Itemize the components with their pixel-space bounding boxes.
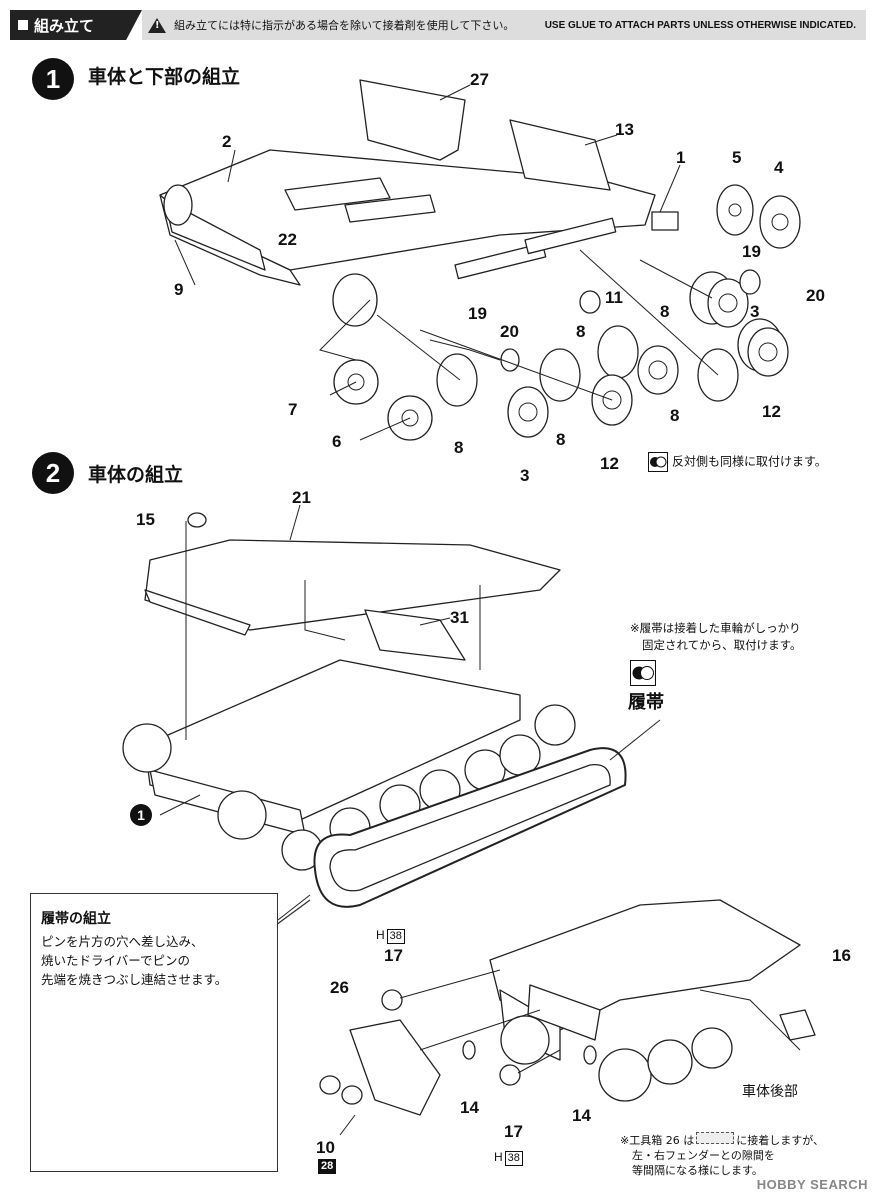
both-sides-note: 反対側も同様に取付けます。 (648, 452, 827, 472)
glue-warning: 組み立てには特に指示がある場合を除いて接着剤を使用して下さい。 USE GLUE… (142, 10, 866, 40)
callout-title: 履帯の組立 (41, 911, 111, 927)
part-label-14a: 14 (460, 1098, 479, 1117)
part-label-21: 21 (292, 488, 311, 507)
step-2-badge: 2 (32, 452, 74, 494)
both-sides-icon (648, 452, 668, 472)
part-17b (499, 1064, 521, 1086)
part-11 (579, 290, 601, 314)
track-both-sides-icon (630, 660, 656, 686)
part-label-17a: 17 (384, 946, 403, 965)
track-assembly-callout: 履帯の組立 ピンを片方の穴へ差し込み、 焼いたドライバーでピンの 先端を焼きつぶ… (30, 893, 278, 1172)
part-label-6: 6 (332, 432, 342, 451)
warning-en: USE GLUE TO ATTACH PARTS UNLESS OTHERWIS… (544, 19, 856, 31)
part-label-31: 31 (450, 608, 469, 627)
step-1-title: 車体と下部の組立 (88, 66, 241, 88)
part-label-22: 22 (278, 230, 297, 249)
track-note: ※履帯は接着した車輪がしっかり 固定されてから、取付けます。 (630, 621, 802, 652)
part-label-17b: 17 (504, 1122, 523, 1141)
part-label-12b: 12 (600, 454, 619, 473)
part-label-8d: 8 (556, 430, 566, 449)
wheel-8d (436, 353, 478, 407)
part-label-19a: 19 (742, 242, 761, 261)
part-14a (462, 1040, 476, 1060)
part-label-11: 11 (605, 288, 623, 307)
ref-step-1-badge: 1 (130, 804, 152, 826)
track-label: 履帯 (628, 692, 664, 712)
part-label-14b: 14 (572, 1106, 591, 1125)
part-label-8b: 8 (576, 322, 586, 341)
exhaust-grille (527, 984, 601, 1041)
toolbox-26 (349, 1019, 441, 1116)
callout-body: ピンを片方の穴へ差し込み、 焼いたドライバーでピンの 先端を焼きつぶし連結させま… (41, 934, 228, 987)
part-31-plate (364, 609, 466, 661)
part-20a (739, 269, 761, 295)
warning-icon (148, 17, 166, 33)
idler (534, 704, 576, 746)
lower-hull (144, 659, 521, 821)
part-label-5: 5 (732, 148, 742, 167)
sprocket-front (122, 723, 172, 773)
wheel-4 (759, 195, 801, 249)
part-label-4: 4 (774, 158, 784, 177)
suspension-bar-2 (524, 217, 617, 255)
part-label-8c: 8 (454, 438, 464, 457)
part-label-12a: 12 (762, 402, 781, 421)
watermark: HOBBY SEARCH (756, 1177, 868, 1192)
part-17a (381, 989, 403, 1011)
warning-jp: 組み立てには特に指示がある場合を除いて接着剤を使用して下さい。 (174, 19, 515, 32)
part-label-8e: 8 (670, 406, 680, 425)
square-bullet-icon (18, 20, 28, 30)
part-label-16: 16 (832, 946, 851, 965)
part-label-2: 2 (222, 132, 232, 151)
part-label-15: 15 (136, 510, 155, 529)
part-27-bulkhead (359, 79, 466, 161)
part-label-26: 26 (330, 978, 349, 997)
part-label-9: 9 (174, 280, 184, 299)
drive-sprocket-mount (332, 273, 378, 327)
part-14b (583, 1045, 597, 1065)
part-13-plate (509, 119, 611, 191)
toolbox-footnote: ※工具箱 26 はに接着しますが、 左・右フェンダーとの隙間を 等間隔になる様に… (620, 1132, 824, 1177)
hull-box-22 (284, 177, 391, 211)
part-label-20a: 20 (806, 286, 825, 305)
part-label-1: 1 (676, 148, 686, 167)
wheel-8c (539, 348, 581, 402)
glue-area-swatch (696, 1132, 735, 1144)
part-label-13: 13 (615, 120, 634, 139)
part-label-27: 27 (470, 70, 489, 89)
part-1-bracket (651, 211, 679, 231)
rear-hull-label: 車体後部 (742, 1084, 798, 1100)
hull-box-22b (344, 194, 436, 223)
part-label-10-box: 28 (316, 1158, 337, 1174)
part-label-20b: 20 (500, 322, 519, 341)
wheel-8b (597, 325, 639, 379)
section-title: 組み立て (10, 10, 142, 40)
step-2-title: 車体の組立 (88, 464, 184, 486)
sprocket-rear (217, 790, 267, 840)
part-15 (187, 512, 207, 528)
part-label-3a: 3 (750, 302, 760, 321)
step-1-badge: 1 (32, 58, 74, 100)
part-16 (779, 1009, 816, 1041)
part-label-10: 10 (316, 1138, 335, 1157)
part-label-8a: 8 (660, 302, 670, 321)
part-label-3b: 3 (520, 466, 530, 485)
wheel-5 (716, 184, 754, 236)
part-label-7: 7 (288, 400, 298, 419)
part-label-19b: 19 (468, 304, 487, 323)
instructions-header: 組み立て 組み立てには特に指示がある場合を除いて接着剤を使用して下さい。 USE… (10, 10, 866, 40)
part-10-shackle-a (319, 1075, 341, 1095)
